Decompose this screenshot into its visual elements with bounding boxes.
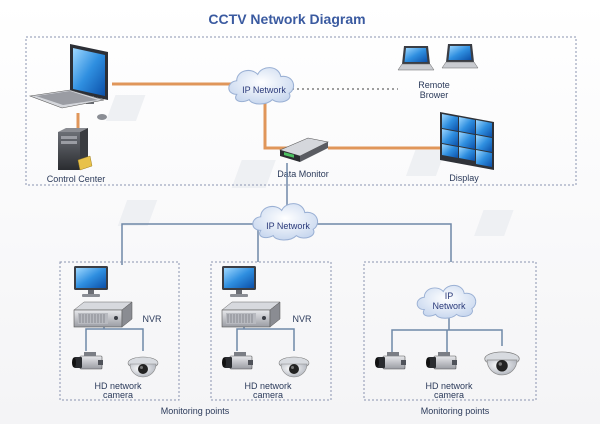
display-label: Display: [449, 173, 479, 183]
blue-links: [85, 163, 503, 354]
data-monitor-icon: [279, 137, 329, 162]
data-monitor-label: Data Monitor: [277, 169, 329, 179]
computer-icon: [74, 266, 108, 297]
laptop-icon: [397, 45, 435, 71]
box-camera-icon: [425, 351, 458, 370]
nvr-icon: [221, 301, 281, 328]
ip-network-small-label-2: Network: [432, 301, 466, 311]
box-camera-icon: [221, 351, 254, 370]
remote-browser-label-1: Remote: [418, 80, 450, 90]
camera-1-label-1: HD network: [94, 381, 142, 391]
server-tower-icon: [58, 128, 93, 171]
ip-network-small-label-1: IP: [445, 291, 454, 301]
nvr-1-label: NVR: [142, 314, 162, 324]
camera-1-label-2: camera: [103, 390, 133, 400]
laptop-icon: [441, 43, 479, 69]
camera-2-label-1: HD network: [244, 381, 292, 391]
box-camera-icon: [71, 351, 104, 370]
video-wall-icon: [440, 112, 494, 170]
monitoring-points-right-label: Monitoring points: [421, 406, 490, 416]
computer-icon: [222, 266, 256, 297]
diagram-title: CCTV Network Diagram: [208, 11, 365, 27]
nvr-2-label: NVR: [292, 314, 312, 324]
camera-3-label-2: camera: [434, 390, 464, 400]
box-camera-icon: [374, 351, 407, 370]
dome-camera-icon: [127, 356, 159, 378]
camera-2-label-2: camera: [253, 390, 283, 400]
monitoring-box-3: [363, 261, 537, 401]
dome-camera-icon: [278, 356, 310, 378]
ip-network-top-label: IP Network: [242, 85, 286, 95]
nvr-icon: [73, 301, 133, 328]
background-tiles: [105, 95, 514, 236]
computer-icon: [28, 44, 108, 120]
control-center-label: Control Center: [47, 174, 106, 184]
monitoring-box-1: [59, 261, 180, 401]
control-zone-border: [25, 36, 577, 186]
dome-camera-icon: [484, 351, 520, 376]
ip-network-mid-label: IP Network: [266, 221, 310, 231]
remote-browser-label-2: Brower: [420, 90, 449, 100]
monitoring-box-2: [210, 261, 332, 401]
camera-3-label-1: HD network: [425, 381, 473, 391]
monitoring-points-left-label: Monitoring points: [161, 406, 230, 416]
